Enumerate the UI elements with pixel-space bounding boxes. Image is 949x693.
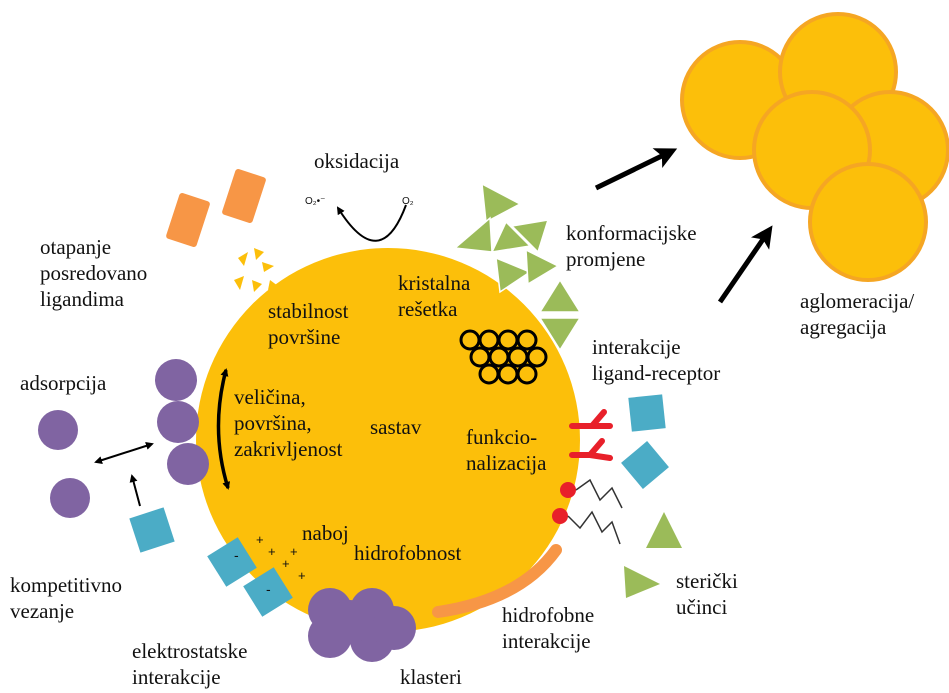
plus-icon: + <box>298 568 306 583</box>
label-line: površine <box>268 325 341 349</box>
o2-label: O₂ <box>402 196 414 207</box>
label-hidrofobnost: hidrofobnost <box>354 540 461 566</box>
label-line: stabilnost <box>268 299 349 323</box>
label-line: vezanje <box>10 599 75 623</box>
crystal-lattice-icon <box>459 329 548 385</box>
label-text: sastav <box>370 415 422 439</box>
hydrophobic-chain <box>432 544 562 618</box>
label-line: interakcije <box>592 335 681 359</box>
dissolving-fragments <box>234 248 278 292</box>
label-line: kristalna <box>398 271 471 295</box>
label-otapanje: otapanje posredovano ligandima <box>40 234 147 312</box>
label-line: funkcio- <box>466 425 538 449</box>
teal-receptor <box>621 441 669 489</box>
label-kompetitivno: kompetitivno vezanje <box>10 572 122 624</box>
label-line: površina, <box>234 411 312 435</box>
red-ligand-head <box>560 482 576 498</box>
label-line: promjene <box>566 247 646 271</box>
label-hidrofobne: hidrofobne interakcije <box>502 602 594 654</box>
label-text: klasteri <box>400 665 462 689</box>
label-text: adsorpcija <box>20 371 107 395</box>
label-line: učinci <box>676 595 728 619</box>
teal-receptor <box>628 394 666 432</box>
plus-icon: + <box>268 544 276 559</box>
label-kristalna: kristalna rešetka <box>398 270 470 322</box>
label-konformacijske: konformacijske promjene <box>566 220 697 272</box>
label-elektrostatske: elektrostatske interakcije <box>132 638 247 690</box>
main-nanoparticle <box>196 248 580 632</box>
green-triangle-steric <box>646 512 682 548</box>
zigzag-chain <box>575 478 623 509</box>
plus-icon: + <box>290 544 298 559</box>
purple-clusters <box>308 588 416 662</box>
label-naboj: naboj <box>302 520 349 546</box>
label-line: hidrofobne <box>502 603 595 627</box>
label-stabilnost: stabilnost površine <box>268 298 349 350</box>
label-interakcije-lr: interakcije ligand-receptor <box>592 334 720 386</box>
free-purple <box>38 410 78 450</box>
label-line: posredovano <box>40 261 148 285</box>
competitive-arrow <box>129 474 141 507</box>
orange-ligand-block <box>222 169 266 223</box>
label-line: ligand-receptor <box>592 361 721 385</box>
label-line: nalizacija <box>466 451 547 475</box>
label-line: interakcije <box>132 665 221 689</box>
label-text: naboj <box>302 521 349 545</box>
label-line: rešetka <box>398 297 458 321</box>
orange-ligand-block <box>166 193 210 247</box>
green-triangle-steric <box>624 566 660 598</box>
oxidation-arrow <box>336 204 407 242</box>
label-adsorpcija: adsorpcija <box>20 370 106 396</box>
minus-icon: - <box>234 547 239 563</box>
o2-radical-label: O₂•⁻ <box>305 196 325 207</box>
adsorbed-purple <box>155 359 209 485</box>
plus-icon: + <box>256 532 264 547</box>
plus-charges: + + + + + <box>256 532 306 583</box>
label-line: veličina, <box>234 385 306 409</box>
label-aglomeracija: aglomeracija/ agregacija <box>800 288 914 340</box>
label-line: zakrivljenost <box>234 437 343 461</box>
label-line: interakcije <box>502 629 591 653</box>
red-ligand-head <box>552 508 568 524</box>
arrow-to-agglomeration-2 <box>717 225 773 304</box>
zigzag-chain <box>567 510 621 545</box>
label-line: elektrostatske <box>132 639 248 663</box>
label-line: aglomeracija/ <box>800 289 915 313</box>
free-purple <box>50 478 90 518</box>
label-line: ligandima <box>40 287 124 311</box>
red-y-ligands <box>569 409 613 461</box>
label-funkcio: funkcio- nalizacija <box>466 424 546 476</box>
label-sterički: sterički učinci <box>676 568 738 620</box>
label-text: oksidacija <box>314 149 400 173</box>
adsorption-arrow <box>94 442 154 464</box>
label-sastav: sastav <box>370 414 421 440</box>
label-line: agregacija <box>800 315 887 339</box>
label-line: konformacijske <box>566 221 697 245</box>
size-double-arrow <box>216 368 231 490</box>
label-klasteri: klasteri <box>400 664 462 690</box>
label-velicina: veličina, površina, zakrivljenost <box>234 384 342 462</box>
teal-competitor <box>129 507 175 553</box>
arrow-to-agglomeration-1 <box>594 148 678 191</box>
teal-charged-square <box>243 567 293 617</box>
teal-charged-square <box>207 537 257 587</box>
label-line: sterički <box>676 569 738 593</box>
minus-icon: - <box>266 581 271 597</box>
label-line: otapanje <box>40 235 112 259</box>
label-text: hidrofobnost <box>354 541 462 565</box>
agglomerate-cluster <box>680 12 949 282</box>
label-oksidacija: oksidacija <box>314 148 399 174</box>
plus-icon: + <box>282 556 290 571</box>
green-triangles <box>453 182 582 352</box>
label-line: kompetitivno <box>10 573 122 597</box>
